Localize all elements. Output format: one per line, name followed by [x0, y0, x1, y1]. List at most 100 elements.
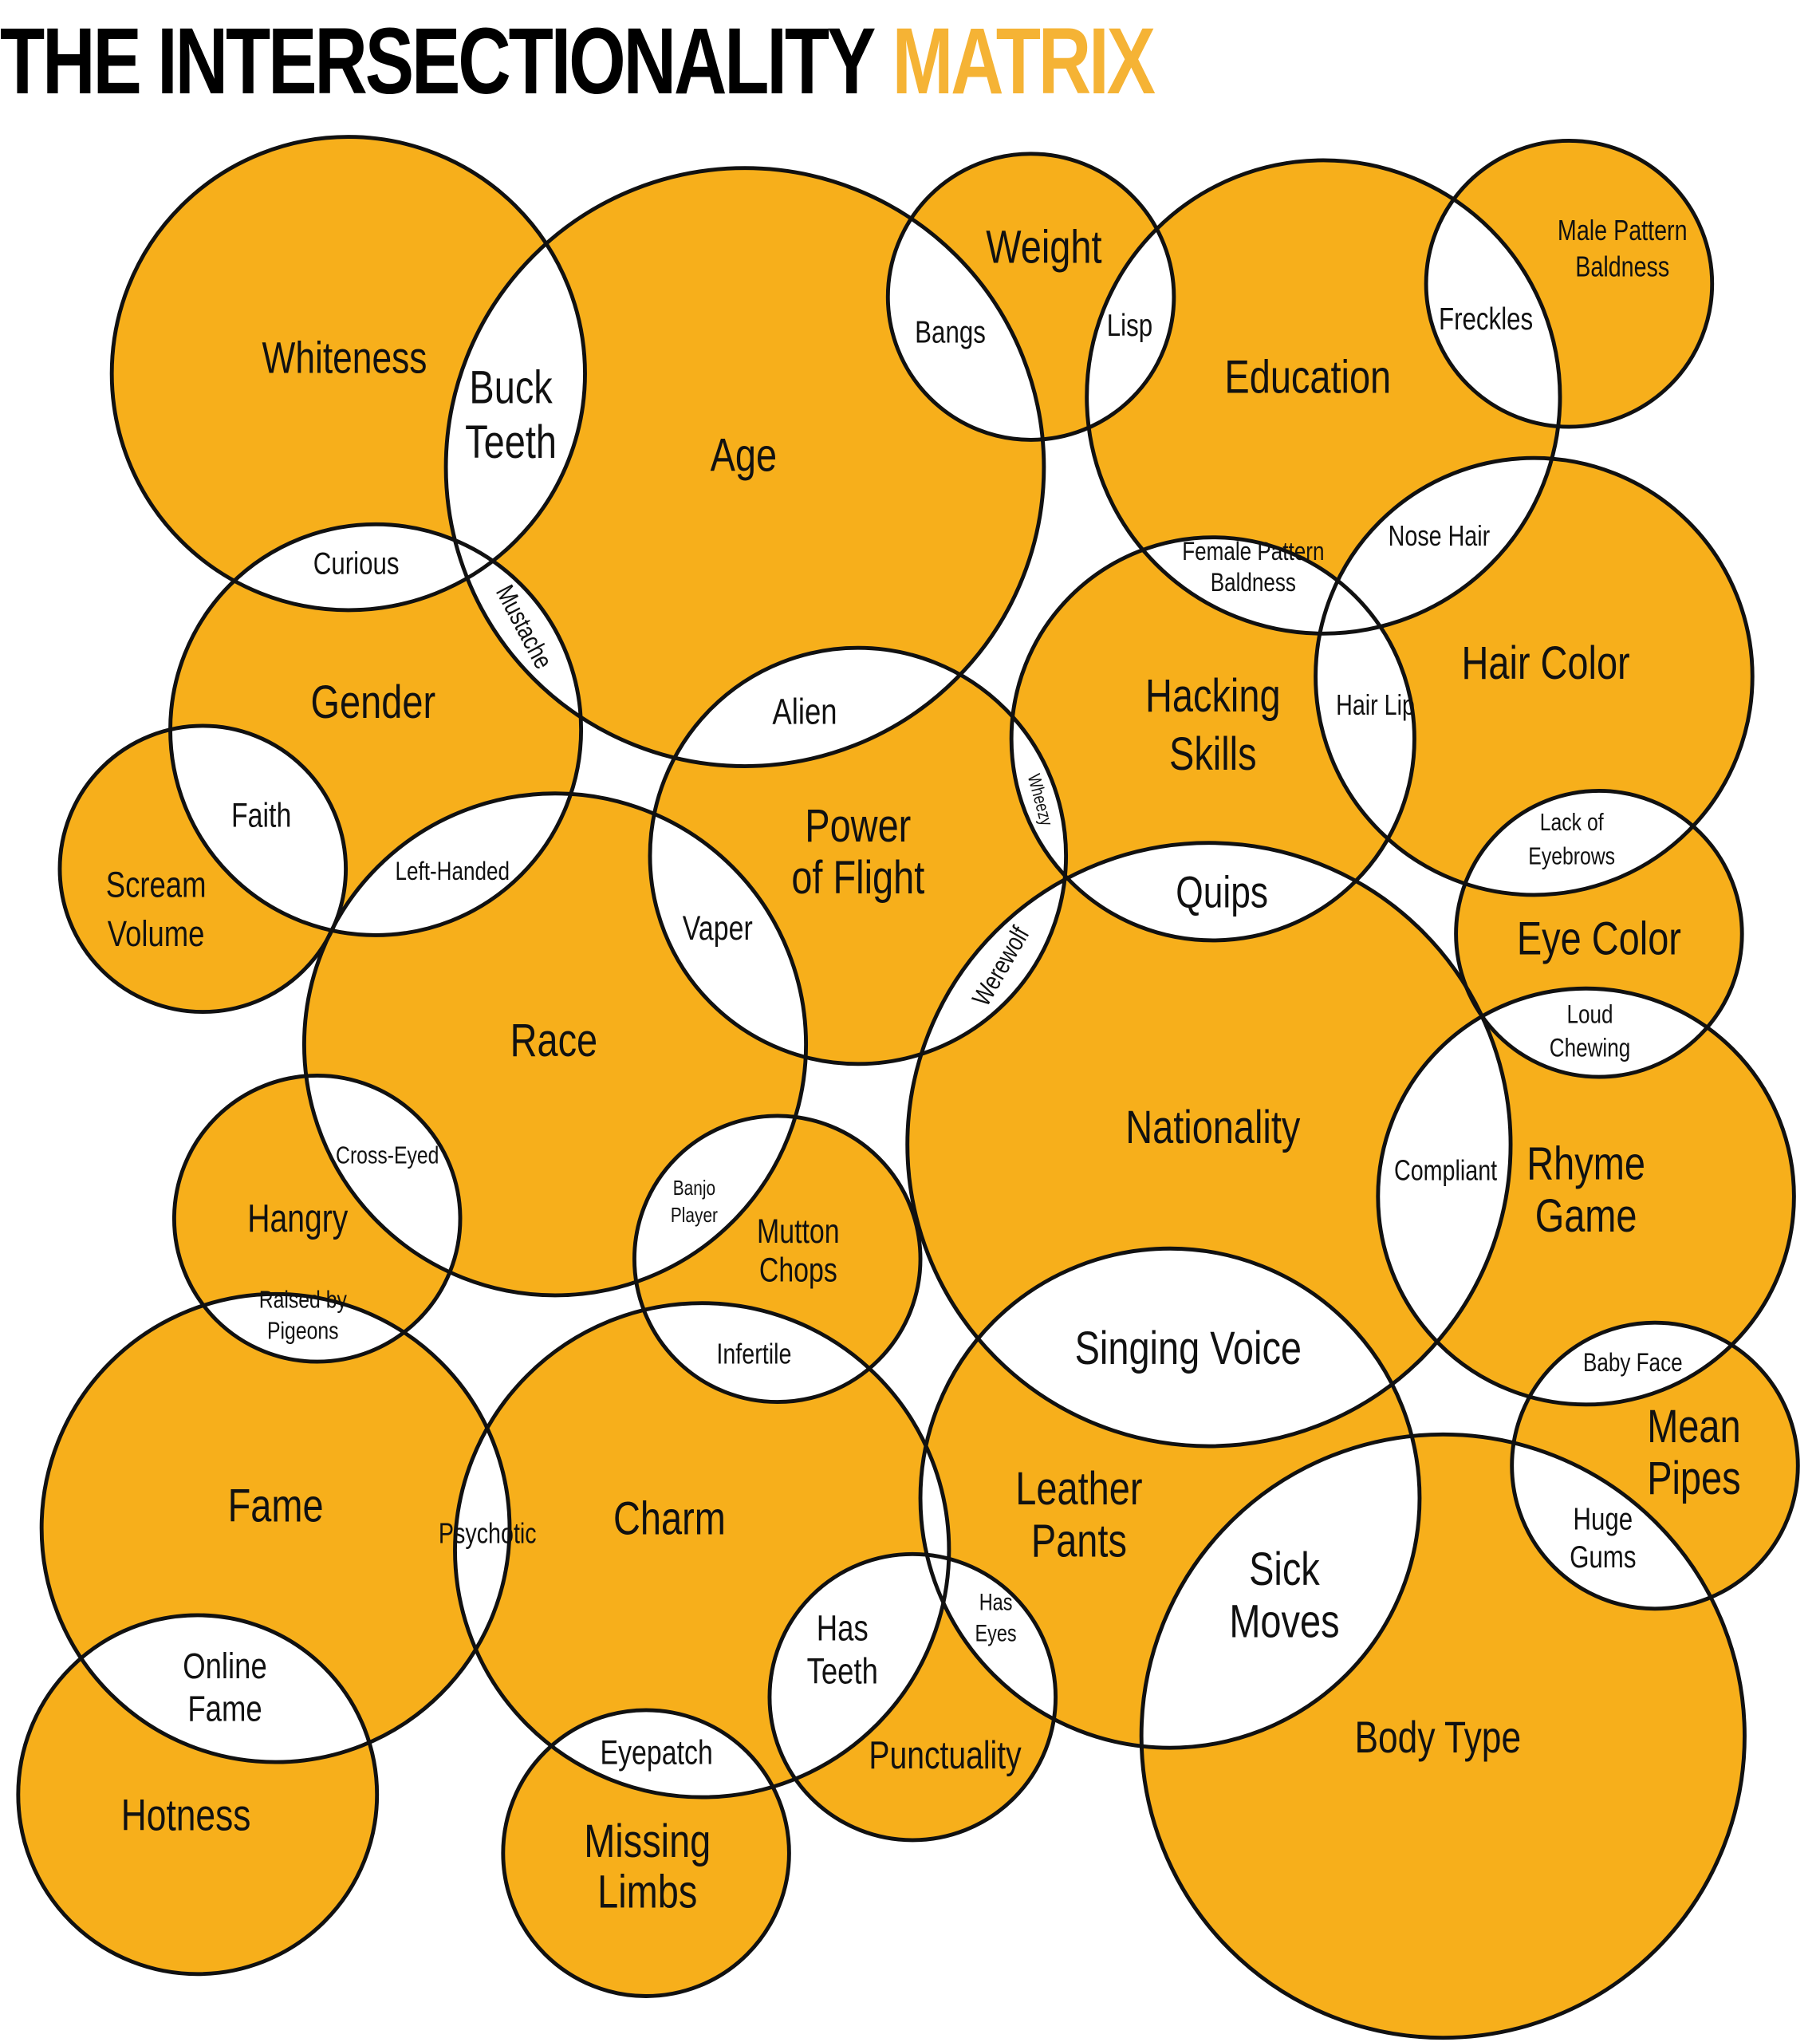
label-line: Rhyme	[1527, 1138, 1645, 1190]
circle-outline-body-type	[1139, 1432, 1747, 2040]
label-cross-eyed: Cross-Eyed	[336, 1141, 439, 1169]
label-line: Teeth	[465, 416, 557, 468]
label-hotness: Hotness	[121, 1791, 251, 1840]
label-line: Nationality	[1125, 1102, 1301, 1153]
label-line: Lack of	[1540, 808, 1604, 835]
label-line: Weight	[986, 222, 1101, 274]
label-line: Left-Handed	[395, 857, 510, 885]
label-line: Baldness	[1211, 568, 1296, 597]
label-line: Alien	[772, 692, 837, 732]
overlap-education-hair-color	[1315, 458, 1560, 634]
label-line: Chewing	[1550, 1034, 1630, 1062]
overlap-leather-pants-punctuality	[920, 1554, 1056, 1748]
label-education: Education	[1224, 352, 1391, 404]
label-hair-color: Hair Color	[1461, 637, 1629, 689]
label-line: Mean	[1647, 1401, 1740, 1453]
circle-outline-mutton-chops	[632, 1114, 923, 1405]
circle-outline-rhyme-game	[1376, 986, 1796, 1407]
circle-outline-hacking-skills	[1009, 535, 1416, 943]
circle-hacking-skills	[1011, 537, 1415, 940]
circle-outline-punctuality	[767, 1551, 1058, 1843]
label-line: Gender	[311, 676, 436, 728]
label-freckles: Freckles	[1439, 302, 1533, 337]
label-line: Quips	[1176, 868, 1268, 917]
label-punctuality: Punctuality	[869, 1734, 1022, 1777]
label-eye-color: Eye Color	[1517, 913, 1681, 965]
label-line: Has	[817, 1608, 869, 1649]
circle-outline-whiteness	[109, 135, 587, 613]
label-line: Limbs	[597, 1867, 697, 1918]
label-line: Pants	[1031, 1515, 1127, 1567]
label-line: Buck	[469, 362, 553, 414]
circle-outline-leather-pants	[918, 1246, 1422, 1750]
label-race: Race	[510, 1015, 598, 1066]
label-line: Vaper	[683, 910, 753, 948]
label-line: Has	[979, 1589, 1013, 1615]
label-line: Lisp	[1107, 308, 1152, 343]
label-line: Banjo	[673, 1177, 715, 1200]
label-line: Baby Face	[1583, 1348, 1683, 1377]
circle-outline-fame	[39, 1291, 512, 1764]
label-line: Education	[1224, 352, 1391, 404]
title-accent: MATRIX	[892, 9, 1156, 114]
label-line: Race	[510, 1015, 598, 1066]
label-line: Game	[1535, 1190, 1637, 1242]
label-line: Hotness	[121, 1791, 251, 1840]
overlap-race-power-of-flight	[650, 793, 806, 1064]
label-whiteness: Whiteness	[262, 333, 427, 383]
circle-outline-eye-color	[1454, 789, 1744, 1079]
label-alien: Alien	[772, 692, 837, 732]
label-line: Moves	[1229, 1595, 1339, 1647]
label-line: Eye Color	[1517, 913, 1681, 965]
circle-outline-weight	[885, 152, 1176, 442]
label-fame: Fame	[228, 1480, 324, 1532]
label-curious: Curious	[313, 546, 400, 581]
circle-outline-hangry	[171, 1074, 463, 1364]
label-line: Infertile	[716, 1338, 791, 1370]
circle-outline-scream-volume	[57, 723, 349, 1015]
label-bangs: Bangs	[915, 314, 986, 349]
label-line: Baldness	[1575, 251, 1669, 283]
label-singing-voice: Singing Voice	[1075, 1323, 1302, 1374]
label-line: Leather	[1015, 1463, 1142, 1515]
label-nationality: Nationality	[1125, 1102, 1301, 1153]
label-faith: Faith	[231, 797, 291, 834]
label-line: Compliant	[1394, 1155, 1497, 1187]
overlap-gender-race	[304, 793, 581, 936]
circle-outline-education	[1085, 158, 1562, 636]
label-line: Body Type	[1354, 1713, 1521, 1762]
circle-outline-age	[443, 166, 1046, 768]
label-line: Power	[805, 800, 911, 852]
label-line: Hair Color	[1461, 637, 1629, 689]
circle-outline-charm	[453, 1301, 951, 1800]
label-line: Raised by	[259, 1286, 347, 1313]
label-line: Pipes	[1647, 1453, 1740, 1504]
label-line: Missing	[584, 1815, 711, 1867]
label-line: Hair Lip	[1336, 689, 1415, 721]
label-line: Psychotic	[439, 1517, 537, 1549]
label-line: Player	[671, 1204, 718, 1228]
label-line: Online	[183, 1646, 267, 1686]
label-baby-face: Baby Face	[1583, 1348, 1683, 1377]
label-line: Skills	[1169, 728, 1257, 780]
label-line: of Flight	[791, 852, 924, 904]
label-compliant: Compliant	[1394, 1155, 1497, 1187]
label-line: Eyes	[975, 1620, 1017, 1646]
label-weight: Weight	[986, 222, 1101, 274]
